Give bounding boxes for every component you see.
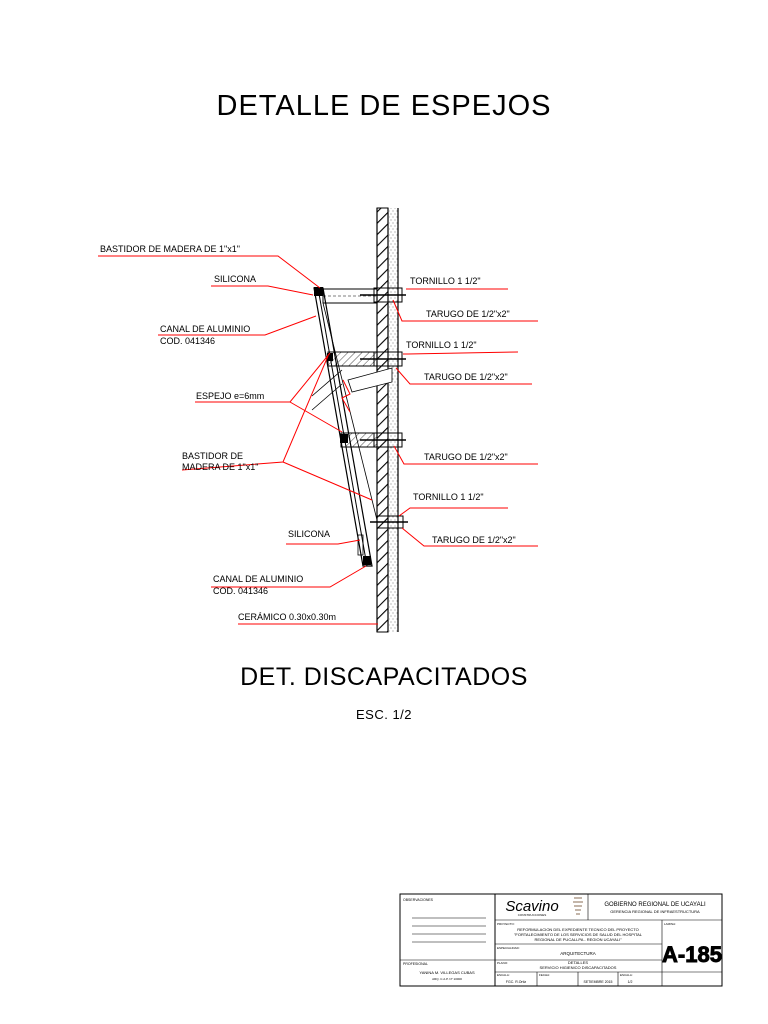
logo-mark-icon: [573, 897, 583, 915]
tb-proyecto-2: "FORTALECIMIENTO DE LOS SERVICIOS DE SAL…: [514, 932, 643, 937]
label-canal-top-code: COD. 041346: [160, 336, 215, 346]
leader-lines: [98, 255, 538, 625]
label-canal-bot-code: COD. 041346: [213, 586, 268, 596]
label-tornillo-1: TORNILLO 1 1/2": [410, 276, 481, 286]
label-bastidor-mid-2: MADERA DE 1"x1": [182, 462, 258, 472]
drawing-title: DETALLE DE ESPEJOS: [216, 90, 552, 122]
wall: [376, 207, 399, 633]
label-espejo: ESPEJO e=6mm: [196, 391, 264, 401]
tb-plano-1: DETALLES: [568, 960, 588, 965]
tb-escala-val: FGC. R.Ortiz: [506, 980, 526, 984]
label-tarugo-1: TARUGO DE 1/2"x2": [426, 309, 510, 319]
label-silicona-top: SILICONA: [214, 274, 256, 284]
logo-sub: CONSTRUCCIONES: [518, 913, 547, 917]
tb-especialidad: ARQUITECTURA: [560, 951, 596, 956]
title-block: OBSERVACIONES PROFESIONAL YANINA M. VILL…: [399, 893, 723, 987]
tb-profesional: PROFESIONAL: [403, 962, 428, 966]
tb-observaciones: OBSERVACIONES: [403, 898, 434, 902]
tb-fecha-label: FECHA:: [539, 973, 550, 977]
tb-lamina: A-185: [662, 942, 722, 967]
tb-hoja-label: ESCALA:: [620, 973, 633, 977]
label-tarugo-4: TARUGO DE 1/2"x2": [432, 535, 516, 545]
label-canal-bot: CANAL DE ALUMINIO: [213, 574, 303, 584]
label-bastidor-mid: BASTIDOR DE: [182, 451, 243, 461]
tb-proyecto-label: PROYECTO:: [497, 922, 515, 926]
tb-proyecto-1: REFORMULACION DEL EXPEDIENTE TECNICO DEL…: [517, 927, 639, 932]
tb-plano-label: PLANO:: [497, 961, 508, 965]
label-canal-top: CANAL DE ALUMINIO: [160, 324, 250, 334]
label-tarugo-2: TARUGO DE 1/2"x2": [424, 372, 508, 382]
tb-escala-label: ESCALA:: [497, 973, 510, 977]
tb-org-sub: GERENCIA REGIONAL DE INFRAESTRUCTURA: [610, 909, 700, 914]
mirror-assembly: [311, 287, 408, 567]
tb-especialidad-label: ESPECIALIDAD:: [497, 946, 520, 950]
tb-proyecto-3: REGIONAL DE PUCALLPA - REGION UCAYALI": [534, 937, 622, 942]
label-ceramico: CERÁMICO 0.30x0.30m: [238, 612, 336, 622]
logo-text: Scavino: [505, 898, 558, 915]
tb-org-name: GOBIERNO REGIONAL DE UCAYALI: [604, 902, 706, 908]
label-tornillo-3: TORNILLO 1 1/2": [413, 492, 484, 502]
tb-lamina-label: LAMINA:: [664, 922, 676, 926]
detail-subtitle: DET. DISCAPACITADOS: [240, 663, 528, 691]
tb-prof-cap: ARQ. C.A.P. N° 10000: [432, 977, 462, 981]
label-tarugo-3: TARUGO DE 1/2"x2": [424, 452, 508, 462]
tb-fecha-val: SETIEMBRE 2015: [584, 980, 613, 984]
scale-label: ESC. 1/2: [355, 707, 413, 722]
tb-prof-name: YANINA M. VILLEGAS CUBAS: [419, 970, 475, 975]
label-silicona-bot: SILICONA: [288, 529, 330, 539]
tb-plano-2: SERVICIO HIGIENICO DISCAPACITADOS: [540, 965, 617, 970]
label-tornillo-2: TORNILLO 1 1/2": [406, 340, 477, 350]
tb-hoja-val: 1/2: [628, 980, 633, 984]
label-bastidor-top: BASTIDOR DE MADERA DE 1"x1": [100, 244, 240, 254]
